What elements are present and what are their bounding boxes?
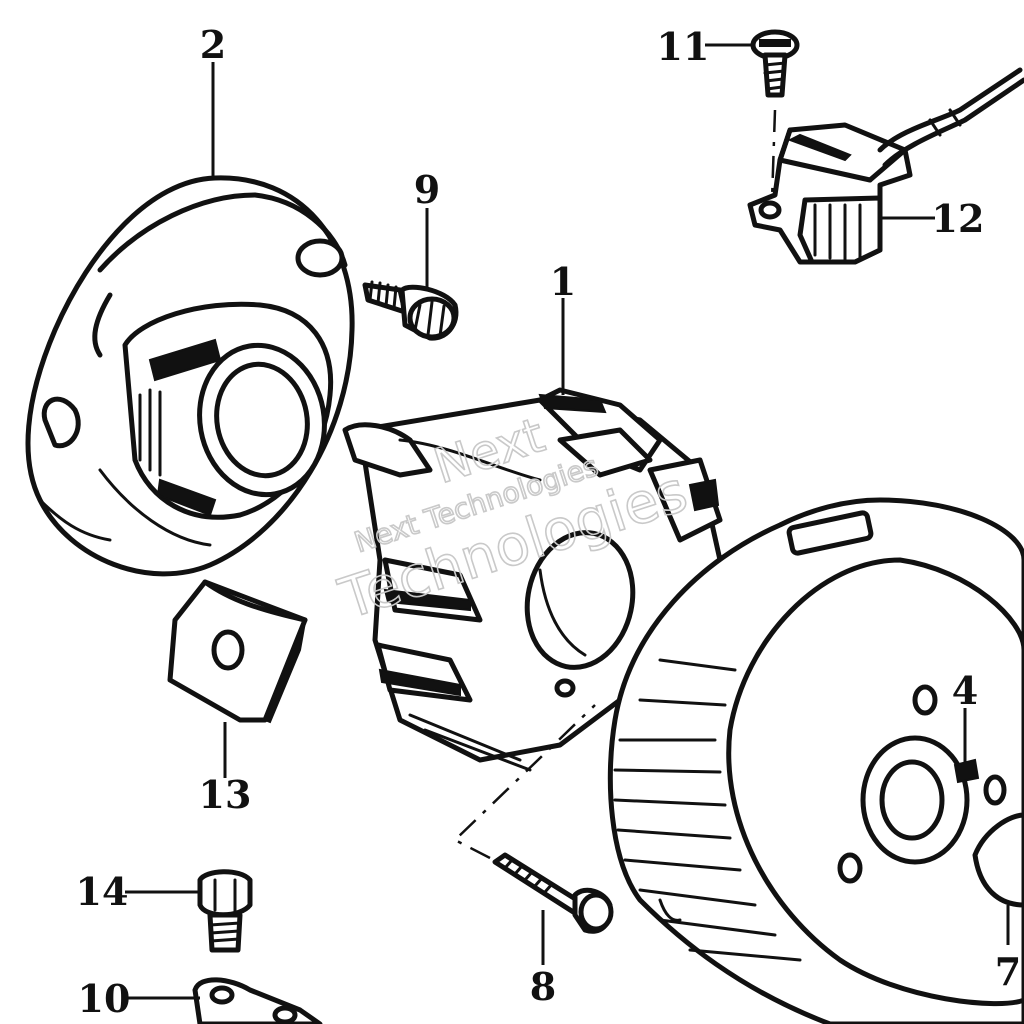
part-2-stator-base [25,175,355,577]
callout-7: 7 [995,949,1021,994]
callout-11: 11 [657,24,710,69]
leader-lines [125,43,1010,1000]
part-13-rubber-grommet [167,579,308,724]
part-11-screw [750,29,800,201]
callout-9: 9 [414,167,440,212]
callout-14: 14 [76,869,129,914]
part-14-bolt [197,869,253,953]
callout-13: 13 [199,772,252,817]
callout-10: 10 [78,976,131,1021]
callout-8: 8 [530,964,556,1009]
callout-4: 4 [952,668,978,713]
part-12-pulse-generator [747,67,1024,265]
part-7-flywheel-rotor [607,497,1024,1024]
callout-labels: 1 2 4 7 8 9 10 11 12 13 14 [76,22,1022,1021]
part-9-bolt [362,280,459,341]
callout-2: 2 [200,22,226,67]
callout-12: 12 [932,196,985,241]
callout-1: 1 [550,259,576,304]
part-8-long-bolt [452,704,614,934]
part-10-clamp [192,977,323,1024]
